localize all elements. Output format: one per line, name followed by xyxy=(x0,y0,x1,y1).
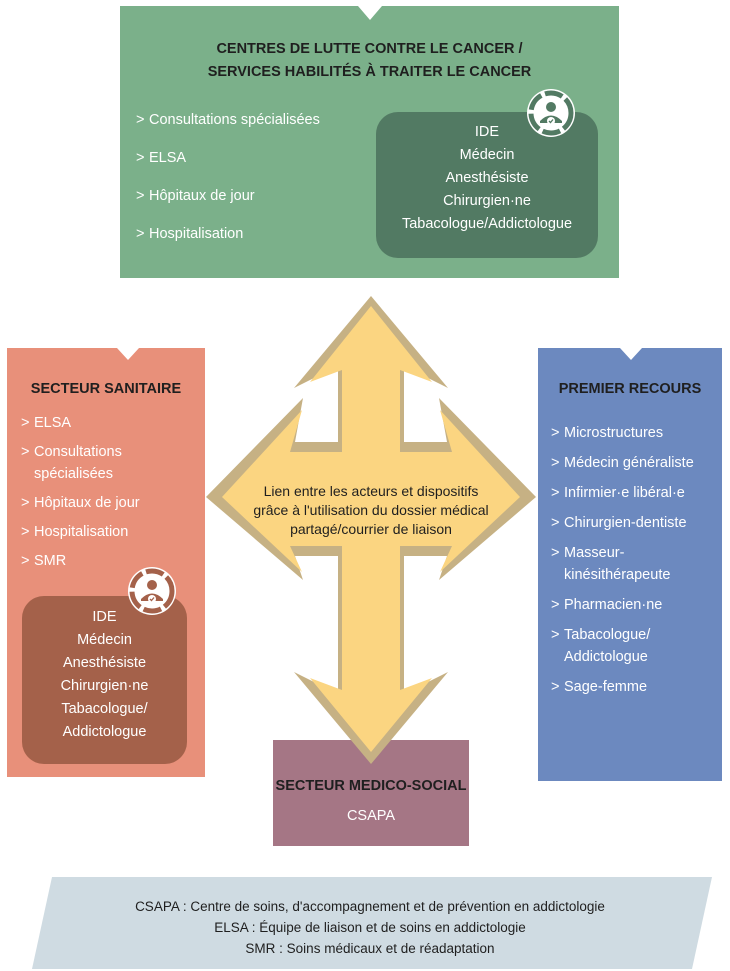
centres-list: >Consultations spécialisées >ELSA >Hôpit… xyxy=(136,112,366,264)
centres-title-line2: SERVICES HABILITÉS À TRAITER LE CANCER xyxy=(207,64,532,80)
list-item: >Sage-femme xyxy=(551,676,716,698)
list-item: >Hospitalisation xyxy=(136,226,244,242)
bullet-icon: > xyxy=(136,188,145,204)
staff-line: Anesthésiste xyxy=(62,655,147,671)
list-item: >Consultations spécialisées xyxy=(136,112,320,128)
four-way-arrow xyxy=(222,306,520,752)
bullet-icon: > xyxy=(551,455,560,471)
bullet-icon: > xyxy=(21,553,30,569)
list-item: >Tabacologue/ Addictologue xyxy=(551,624,666,668)
legend-line: SMR : Soins médicaux et de réadaptation xyxy=(245,941,495,956)
staff-line: Médecin xyxy=(77,632,132,648)
list-item: >Hospitalisation xyxy=(21,521,201,543)
bullet-icon: > xyxy=(21,444,30,460)
center-link-text: Lien entre les acteurs et dispositifs gr… xyxy=(253,483,489,537)
bullet-icon: > xyxy=(551,515,560,531)
centres-title-line1: CENTRES DE LUTTE CONTRE LE CANCER / xyxy=(216,41,523,57)
premier-title: PREMIER RECOURS xyxy=(558,381,702,397)
list-item: >ELSA xyxy=(21,412,201,434)
bullet-icon: > xyxy=(21,524,30,540)
team-badge-icon xyxy=(527,89,575,137)
premier-list: >Microstructures >Médecin généraliste >I… xyxy=(551,422,716,698)
bullet-icon: > xyxy=(136,112,145,128)
list-item: >Médecin généraliste xyxy=(551,452,716,474)
list-item: >SMR xyxy=(21,550,201,572)
staff-line: IDE xyxy=(474,124,500,140)
staff-line: Anesthésiste xyxy=(445,170,529,186)
staff-line: Tabacologue/Addictologue xyxy=(401,216,573,232)
staff-line: Médecin xyxy=(459,147,515,163)
bullet-icon: > xyxy=(21,495,30,511)
sanitaire-staff-panel: IDE Médecin Anesthésiste Chirurgien·ne T… xyxy=(22,596,187,764)
team-badge-icon xyxy=(128,567,176,615)
bullet-icon: > xyxy=(551,627,560,643)
centres-title: CENTRES DE LUTTE CONTRE LE CANCER / SERV… xyxy=(120,38,619,84)
list-item: >Infirmier·e libéral·e xyxy=(551,482,716,504)
legend-line: CSAPA : Centre de soins, d'accompagnemen… xyxy=(135,899,605,914)
list-item: >Consultations spécialisées xyxy=(21,441,142,485)
bullet-icon: > xyxy=(21,415,30,431)
bullet-icon: > xyxy=(551,545,560,561)
premier-box xyxy=(538,348,722,781)
medico-title: SECTEUR MEDICO-SOCIAL xyxy=(275,778,467,794)
bullet-icon: > xyxy=(551,425,560,441)
staff-line: Chirurgien·ne xyxy=(60,678,149,694)
list-item: >Hôpitaux de jour xyxy=(21,492,201,514)
list-item: >Pharmacien·ne xyxy=(551,594,716,616)
list-item: >Microstructures xyxy=(551,422,716,444)
bullet-icon: > xyxy=(136,150,145,166)
bullet-icon: > xyxy=(551,679,560,695)
legend-line: ELSA : Équipe de liaison et de soins en … xyxy=(214,920,526,935)
medico-item: CSAPA xyxy=(346,808,396,824)
bullet-icon: > xyxy=(136,226,145,242)
sanitaire-list: >ELSA >Consultations spécialisées >Hôpit… xyxy=(21,412,201,572)
staff-line: Chirurgien·ne xyxy=(443,193,531,209)
list-item: >Hôpitaux de jour xyxy=(136,188,255,204)
footer-band xyxy=(32,877,712,969)
staff-line: Addictologue xyxy=(62,724,147,740)
staff-line: Tabacologue/ xyxy=(61,701,148,717)
list-item: >Chirurgien-dentiste xyxy=(551,512,716,534)
staff-line: IDE xyxy=(92,609,117,625)
centres-staff-panel: IDE Médecin Anesthésiste Chirurgien·ne T… xyxy=(376,112,598,258)
list-item: >ELSA xyxy=(136,150,187,166)
bullet-icon: > xyxy=(551,597,560,613)
list-item: >Masseur-kinésithérapeute xyxy=(551,542,684,586)
sanitaire-title: SECTEUR SANITAIRE xyxy=(30,381,182,397)
bullet-icon: > xyxy=(551,485,560,501)
footer-legend: CSAPA : Centre de soins, d'accompagnemen… xyxy=(40,896,700,959)
medico-box xyxy=(273,740,469,846)
